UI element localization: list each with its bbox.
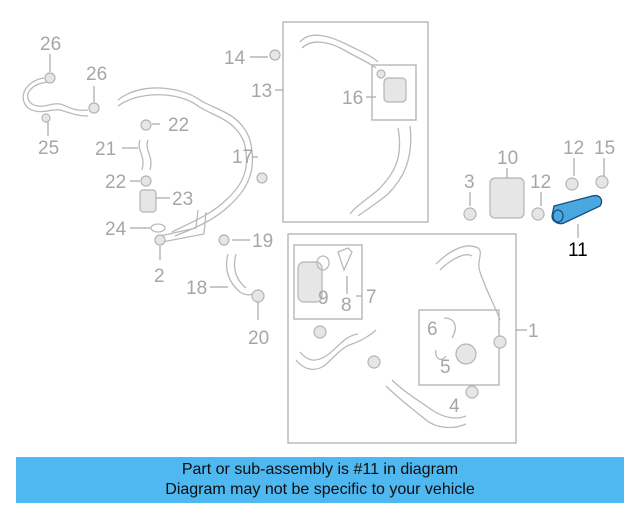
callout-1: 1 [528,321,539,342]
callout-25: 25 [38,138,59,159]
clamp-part-26b [88,102,100,114]
hose-part-1-bottom [385,379,467,429]
sensor-part-5 [455,343,477,365]
housing-part-9 [297,261,323,303]
callout-11-highlighted: 11 [568,240,588,261]
callout-22: 22 [168,115,189,136]
callout-2: 2 [154,266,165,287]
hose-part-21 [138,139,152,171]
clamp-part-2 [154,234,166,246]
clamp-part-3 [463,207,477,221]
hose-part-13-upper [299,34,379,69]
callout-22: 22 [105,172,126,193]
clamp-part-22a [140,119,152,131]
clip-part-6 [434,317,456,360]
callout-8: 8 [341,295,352,316]
clamp-part-26a [44,72,56,84]
callout-13: 13 [251,81,272,102]
gasket-part-8 [337,247,353,272]
group-box-16 [371,64,417,121]
oring-part-24 [150,223,166,233]
hose-part-18 [225,253,257,296]
callout-17: 17 [232,147,253,168]
thermostat-part-16 [383,77,407,103]
banner-line-1: Part or sub-assembly is #11 in diagram [181,461,459,478]
group-box-7 [293,244,363,320]
callout-6: 6 [427,319,438,340]
callout-10: 10 [497,148,518,169]
callout-12: 12 [563,138,584,159]
callout-26: 26 [86,64,107,85]
hose-part-13-lower [349,125,412,217]
callout-14: 14 [224,48,246,69]
callout-3: 3 [464,172,475,193]
callout-9: 9 [318,288,329,309]
callout-5: 5 [440,357,451,378]
callout-12: 12 [530,172,551,193]
callout-7: 7 [366,287,377,308]
callout-19: 19 [252,231,273,252]
clamp-part-12a [565,177,579,191]
pipe-part-1-upper [435,245,501,321]
clamp-part-19 [218,234,230,246]
banner-line-2: Diagram may not be specific to your vehi… [165,481,475,498]
clamp-part-20 [251,289,265,303]
callout-21: 21 [95,139,116,160]
group-box-1 [287,233,517,444]
clamp-part-12b [531,207,545,221]
callout-23: 23 [172,189,193,210]
hose-part-1-left [295,329,377,371]
callout-15: 15 [594,138,615,159]
clamp-part-22b [140,175,152,187]
hose-part-11-highlighted [551,194,603,225]
fitting-part-23 [139,189,157,213]
callout-26: 26 [40,34,61,55]
group-box-13 [282,21,429,223]
oring-part-9 [316,255,330,271]
callout-4: 4 [449,396,460,417]
pipe-part-17 [117,87,254,237]
callout-20: 20 [248,328,269,349]
callout-16: 16 [342,88,363,109]
housing-part-10 [489,177,525,219]
clamp-part-4 [465,385,479,399]
hose-part-25 [27,81,89,112]
callout-18: 18 [186,278,207,299]
clamp-part-14 [269,49,281,61]
clamp-part-15 [595,175,609,189]
callout-24: 24 [105,219,127,240]
info-banner: Part or sub-assembly is #11 in diagram D… [16,457,624,503]
